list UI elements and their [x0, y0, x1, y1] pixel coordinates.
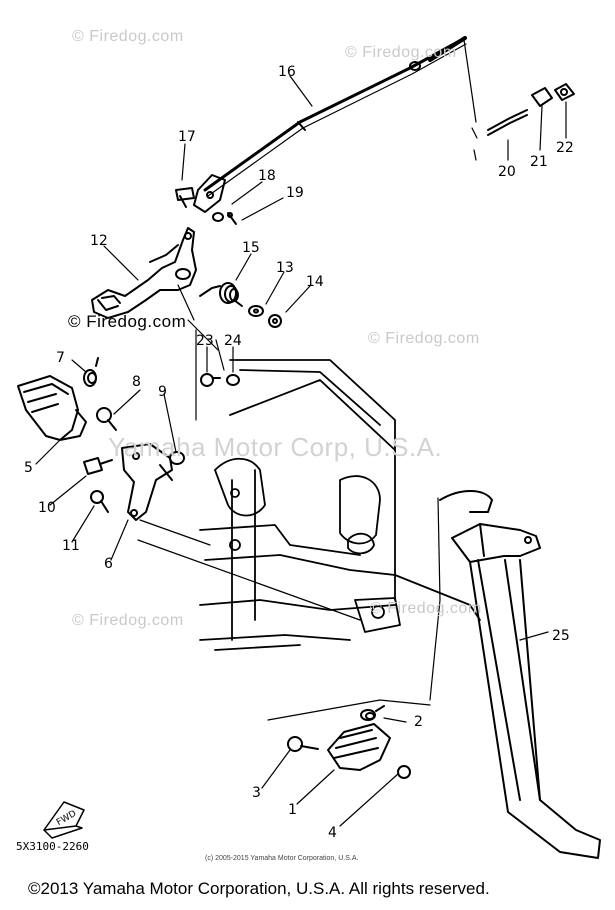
adjuster-spring-21	[531, 87, 553, 107]
return-spring-15	[199, 282, 243, 307]
callout-5: 5	[24, 460, 33, 476]
part-code: 5X3100-2260	[16, 840, 89, 853]
watermark-firedog: © Firedog.com	[68, 312, 187, 331]
callout-18: 18	[258, 168, 276, 184]
callout-leaders	[35, 75, 567, 827]
watermark-firedog: © Firedog.com	[370, 600, 482, 617]
adjuster-spring-20	[487, 109, 528, 136]
watermark-yamaha: Yamaha Motor Corp, U.S.A.	[108, 432, 443, 462]
washer-14	[268, 314, 282, 328]
callout-numbers: 16 17 18 19 12 15 13 14 20 21 22 23 24 7…	[24, 64, 574, 841]
callout-4: 4	[328, 825, 337, 841]
callout-23: 23	[196, 333, 214, 349]
footer-copyright: ©2013 Yamaha Motor Corporation, U.S.A. A…	[28, 879, 490, 898]
callout-7: 7	[56, 350, 65, 366]
bolt-11	[90, 490, 109, 513]
brake-rod-16	[203, 36, 467, 197]
clip-4	[397, 765, 411, 779]
callout-8: 8	[132, 374, 141, 390]
callout-22: 22	[556, 140, 574, 156]
leader-lines	[137, 39, 478, 721]
callout-6: 6	[104, 556, 113, 572]
watermark-firedog: © Firedog.com	[345, 44, 457, 61]
callout-9: 9	[158, 384, 167, 400]
footrest-bracket-6	[121, 443, 173, 521]
footrest-pin-8	[96, 407, 117, 431]
callout-3: 3	[252, 785, 261, 801]
watermark-firedog: © Firedog.com	[72, 28, 184, 45]
watermark-firedog: © Firedog.com	[72, 612, 184, 629]
fwd-label: FWD	[55, 809, 78, 828]
sidestand-25	[439, 490, 601, 859]
callout-10: 10	[38, 500, 56, 516]
fwd-arrow-icon: FWD	[43, 801, 85, 839]
callout-15: 15	[242, 240, 260, 256]
callout-25: 25	[552, 628, 570, 644]
adjuster-nut-22	[554, 83, 575, 101]
brake-rod-clevis	[193, 174, 226, 213]
bolt-10	[83, 457, 113, 475]
footrest-spring-7	[83, 357, 99, 387]
front-footrest-1	[327, 723, 391, 771]
cotter-pin-19	[227, 212, 237, 225]
watermark-firedog: © Firedog.com	[368, 330, 480, 347]
callout-24: 24	[224, 333, 242, 349]
callout-14: 14	[306, 274, 324, 290]
washer-13	[248, 305, 264, 317]
callout-1: 1	[288, 802, 297, 818]
frame-outline	[199, 359, 481, 651]
washer-18	[212, 212, 224, 222]
footrest-pin-3	[287, 736, 319, 752]
callout-19: 19	[286, 185, 304, 201]
callout-13: 13	[276, 260, 294, 276]
bolt-23	[200, 373, 221, 387]
footrest-spring-2	[360, 705, 385, 721]
callout-17: 17	[178, 129, 196, 145]
inner-copyright: (c) 2005-2015 Yamaha Motor Corporation, …	[205, 855, 359, 862]
brake-pedal-12	[91, 227, 197, 319]
callout-20: 20	[498, 164, 516, 180]
callout-11: 11	[62, 538, 80, 554]
callout-12: 12	[90, 233, 108, 249]
nut-24	[226, 374, 240, 386]
callout-21: 21	[530, 154, 548, 170]
callout-16: 16	[278, 64, 296, 80]
rear-footrest-5	[17, 375, 87, 441]
clevis-pin-17	[175, 187, 195, 208]
callout-2: 2	[414, 714, 423, 730]
